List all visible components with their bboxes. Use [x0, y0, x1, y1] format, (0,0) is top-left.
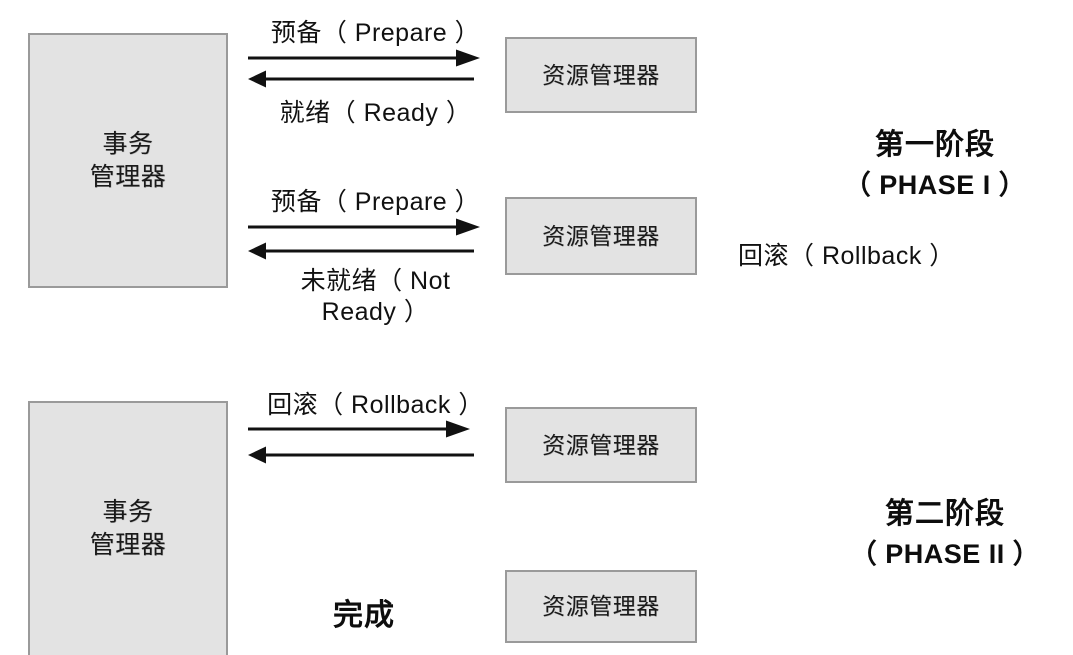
message-label-prepare-1: 预备（ Prepare ）	[270, 19, 481, 47]
transaction-manager-label-bottom: 事务 管理器	[89, 498, 167, 559]
done-annotation: 完成	[333, 599, 395, 632]
resource-manager-box-1: 资源管理器	[505, 37, 697, 113]
transaction-manager-box-top: 事务 管理器	[28, 33, 228, 288]
resource-manager-box-4: 资源管理器	[505, 570, 697, 643]
message-label-prepare-2: 预备（ Prepare ）	[270, 188, 481, 216]
resource-manager-label-3: 资源管理器	[542, 431, 660, 458]
phase-2-en-label: （ PHASE II ）	[849, 539, 1041, 569]
message-label-ready-1: 就绪（ Ready ）	[279, 99, 472, 127]
resource-manager-box-3: 资源管理器	[505, 407, 697, 483]
message-label-not-ready-2: 未就绪（ Not Ready ）	[300, 267, 451, 326]
resource-manager-label-2: 资源管理器	[542, 222, 660, 249]
arrow-right-rollback-3	[248, 420, 470, 440]
resource-manager-label-1: 资源管理器	[542, 61, 660, 88]
resource-manager-label-4: 资源管理器	[542, 593, 660, 620]
phase-1-en-label: （ PHASE I ）	[843, 170, 1027, 200]
arrow-left-ack-3	[248, 446, 474, 466]
resource-manager-box-2: 资源管理器	[505, 197, 697, 275]
arrow-left-ready-1	[248, 70, 474, 90]
phase-1-cn-label: 第一阶段	[874, 129, 995, 161]
message-label-rollback-3: 回滚（ Rollback ）	[267, 391, 484, 419]
phase-2-cn-label: 第二阶段	[884, 498, 1005, 530]
arrow-left-not-ready-2	[248, 242, 474, 262]
transaction-manager-label-top: 事务 管理器	[89, 129, 167, 191]
arrow-right-prepare-1	[248, 49, 480, 69]
transaction-manager-box-bottom: 事务 管理器	[28, 401, 228, 655]
arrow-right-prepare-2	[248, 218, 480, 238]
rollback-annotation: 回滚（ Rollback ）	[738, 242, 955, 270]
